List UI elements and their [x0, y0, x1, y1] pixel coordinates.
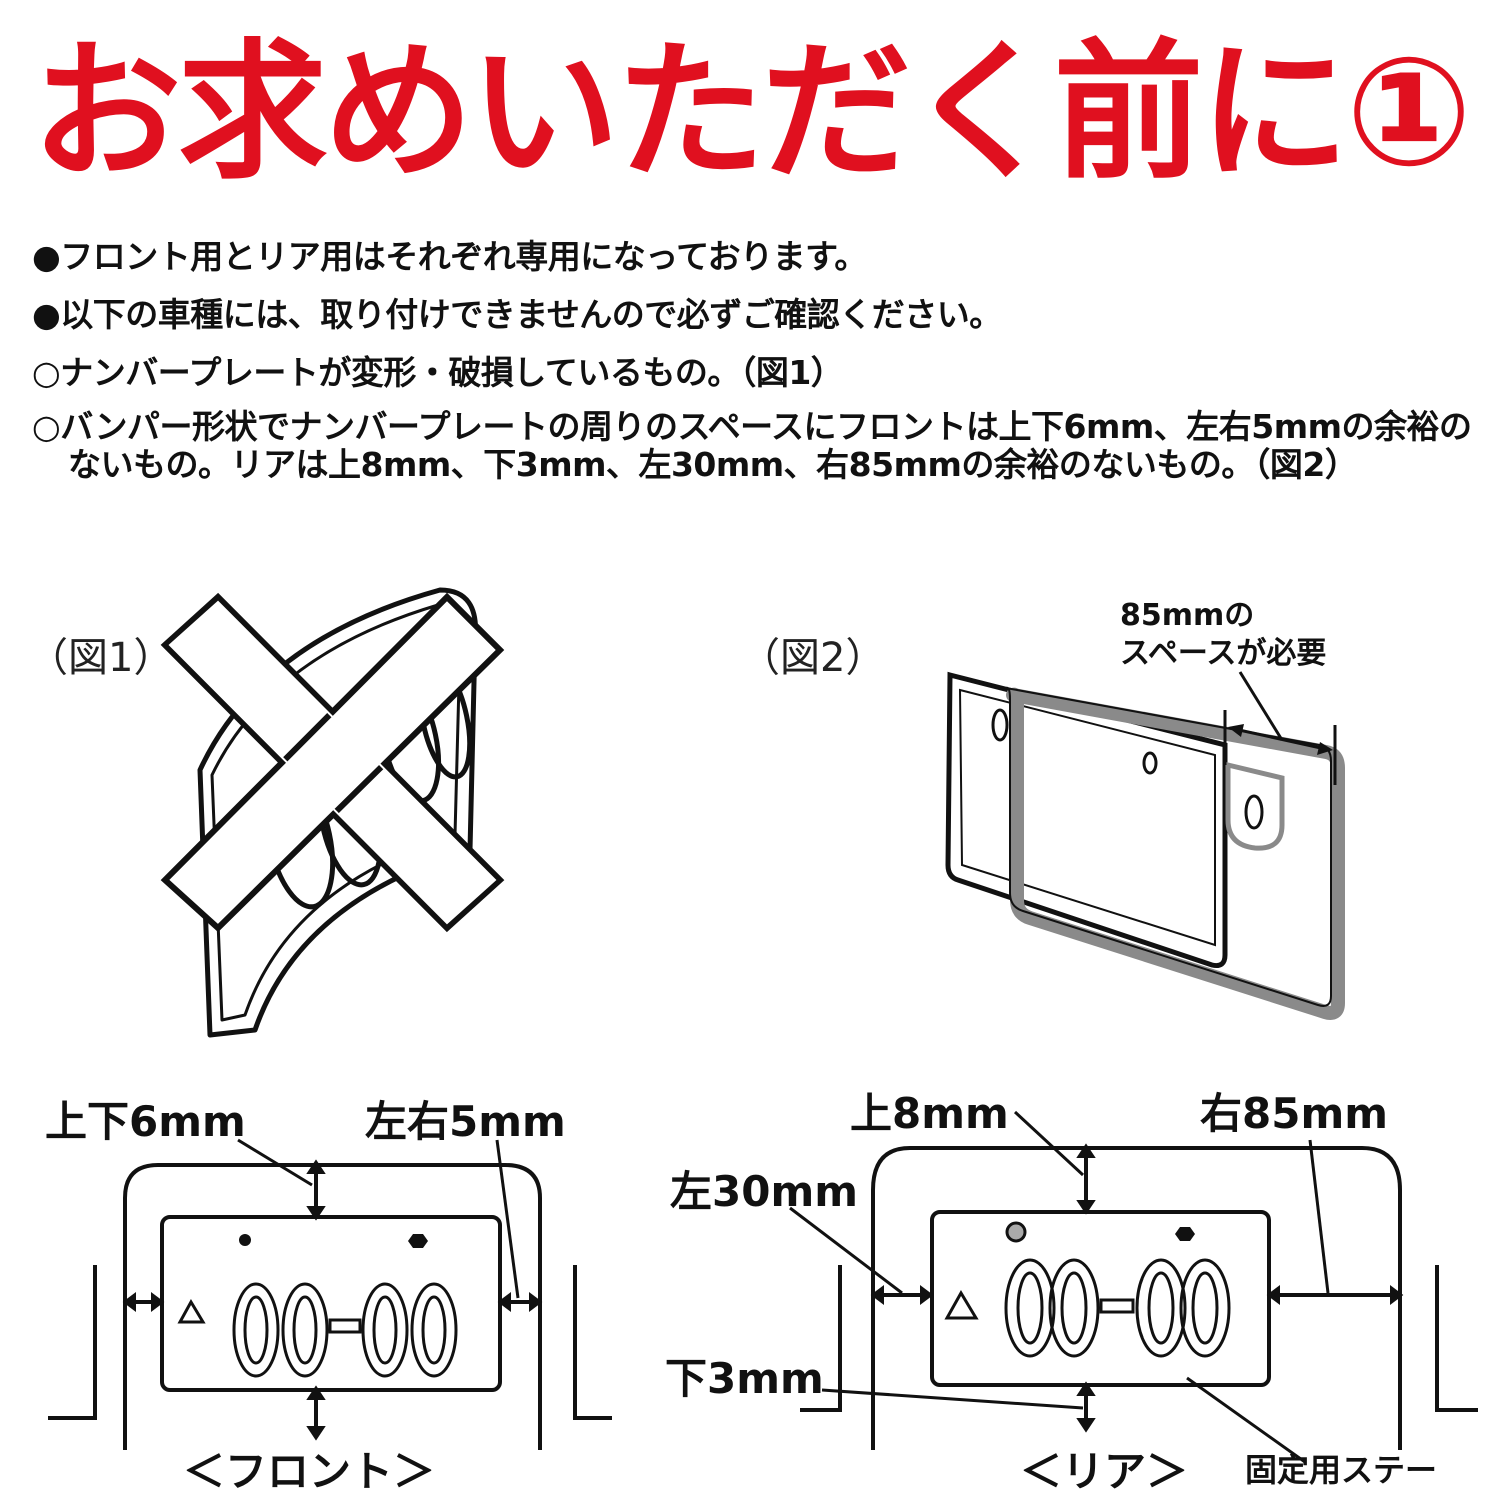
front-caption: ＜フロント＞ [183, 1447, 436, 1496]
note-front-rear: ●フロント用とリア用はそれぞれ専用になっております。 [32, 237, 867, 276]
rear-stay-label: 固定用ステー [1245, 1451, 1438, 1489]
note-incompatible: ●以下の車種には、取り付けできませんので必ずご確認ください。 [32, 295, 1002, 334]
rear-bumper [800, 1146, 1478, 1450]
rear-dimension-arrows [789, 1110, 1404, 1464]
page-title: お求めいただく前に① [31, 26, 1472, 200]
rear-right-label: 右85mm [1200, 1089, 1388, 1138]
figure2-label: （図2） [740, 635, 886, 681]
rear-plate [930, 1210, 1271, 1387]
rear-caption: ＜リア＞ [1020, 1447, 1189, 1496]
front-dimension-arrows [122, 1138, 543, 1441]
front-left-right-label: 左右5mm [365, 1097, 566, 1146]
note-deformed-plate: ○ナンバープレートが変形・破損しているもの。（図1） [32, 353, 844, 392]
front-bumper [48, 1163, 612, 1450]
figure1-x-mark [160, 592, 505, 933]
rear-bottom-label: 下3mm [665, 1354, 824, 1403]
rear-left-label: 左30mm [670, 1167, 858, 1216]
figure2-callout-line1: 85mmの [1120, 598, 1255, 633]
rear-top-label: 上8mm [850, 1089, 1009, 1138]
front-plate [160, 1215, 502, 1392]
notes-list: ●フロント用とリア用はそれぞれ専用になっております。 ●以下の車種には、取り付け… [32, 228, 1482, 484]
figure2-callout-line2: スペースが必要 [1120, 636, 1327, 671]
front-top-bottom-label: 上下6mm [45, 1097, 246, 1146]
note-space-requirement: ○バンパー形状でナンバープレートの周りのスペースにフロントは上下6mm、左右5m… [32, 407, 1472, 484]
figure1-label: （図1） [28, 635, 174, 681]
figure2-plate-frame [945, 671, 1345, 1020]
